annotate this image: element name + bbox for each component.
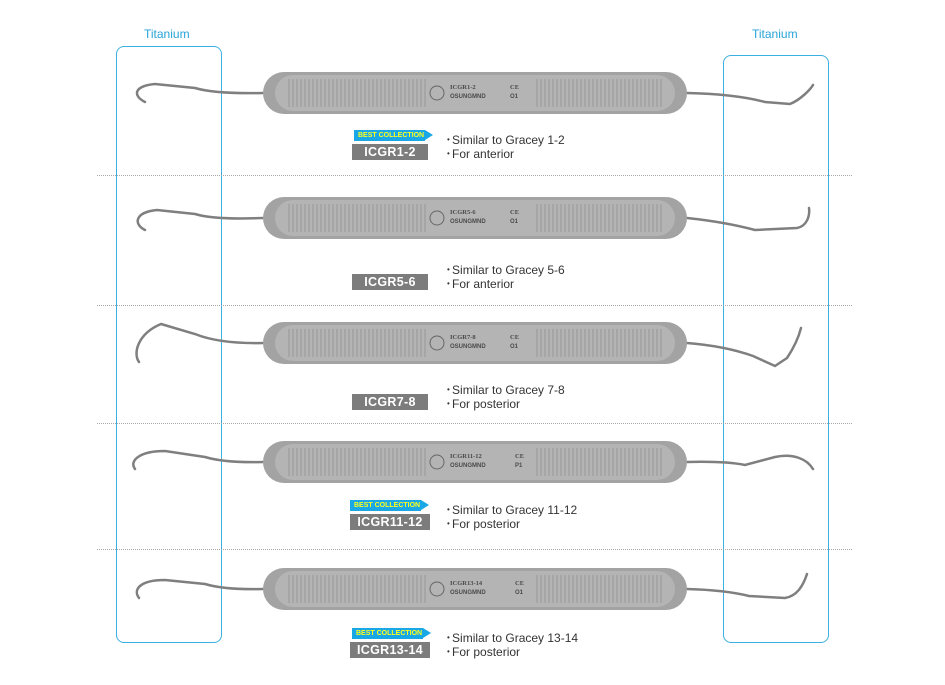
instrument-image: ICGR11-12 CE OSUNGMND P1 — [125, 435, 825, 495]
brand-mark: OSUNGMND — [450, 94, 486, 100]
brand-mark: OSUNGMND — [450, 590, 486, 596]
product-code-label: ICGR13-14 — [350, 642, 430, 658]
brand-mark: OSUNGMND — [450, 219, 486, 225]
instrument-image: ICGR13-14 CE OSUNGMND O1 — [125, 560, 825, 620]
best-collection-badge: BEST COLLECTION — [354, 130, 433, 141]
brand-mark: OSUNGMND — [450, 463, 486, 469]
ce-mark: CE — [510, 84, 519, 91]
product-code-label: ICGR5-6 — [352, 274, 428, 290]
best-collection-badge: BEST COLLECTION — [350, 500, 429, 511]
ce-mark: CE — [510, 209, 519, 216]
instrument-image: ICGR7-8 CE OSUNGMND O1 — [125, 318, 825, 378]
feature-similar: Similar to Gracey 11-12 — [447, 503, 577, 517]
row-separator — [97, 423, 852, 424]
instrument-image: ICGR5-6 CE OSUNGMND O1 — [125, 190, 825, 250]
brand-mark: OSUNGMND — [450, 344, 486, 350]
feature-usage: For anterior — [447, 277, 565, 291]
feature-list: Similar to Gracey 11-12 For posterior — [447, 503, 577, 531]
lot-mark: O1 — [510, 344, 519, 350]
engraved-code: ICGR7-8 — [450, 334, 476, 341]
feature-usage: For posterior — [447, 645, 578, 659]
feature-similar: Similar to Gracey 1-2 — [447, 133, 565, 147]
feature-usage: For posterior — [447, 397, 565, 411]
engraved-code: ICGR5-6 — [450, 209, 476, 216]
instrument-image: ICGR1-2 CE OSUNGMND O1 — [125, 60, 825, 120]
feature-list: Similar to Gracey 13-14 For posterior — [447, 631, 578, 659]
lot-mark: P1 — [515, 463, 523, 469]
product-code-label: ICGR11-12 — [350, 514, 430, 530]
feature-list: Similar to Gracey 7-8 For posterior — [447, 383, 565, 411]
product-code-label: ICGR7-8 — [352, 394, 428, 410]
ce-mark: CE — [515, 580, 524, 587]
titanium-label-left: Titanium — [144, 27, 190, 41]
engraved-code: ICGR1-2 — [450, 84, 476, 91]
feature-usage: For anterior — [447, 147, 565, 161]
row-separator — [97, 175, 852, 176]
ce-mark: CE — [515, 453, 524, 460]
feature-usage: For posterior — [447, 517, 577, 531]
feature-list: Similar to Gracey 5-6 For anterior — [447, 263, 565, 291]
row-separator — [97, 549, 852, 550]
feature-similar: Similar to Gracey 13-14 — [447, 631, 578, 645]
row-separator — [97, 305, 852, 306]
product-code-label: ICGR1-2 — [352, 144, 428, 160]
engraved-code: ICGR13-14 — [450, 580, 483, 587]
titanium-frame-left — [116, 46, 222, 643]
lot-mark: O1 — [515, 590, 524, 596]
lot-mark: O1 — [510, 94, 519, 100]
ce-mark: CE — [510, 334, 519, 341]
feature-similar: Similar to Gracey 5-6 — [447, 263, 565, 277]
best-collection-badge: BEST COLLECTION — [352, 628, 431, 639]
feature-list: Similar to Gracey 1-2 For anterior — [447, 133, 565, 161]
engraved-code: ICGR11-12 — [450, 453, 482, 460]
titanium-label-right: Titanium — [752, 27, 798, 41]
feature-similar: Similar to Gracey 7-8 — [447, 383, 565, 397]
lot-mark: O1 — [510, 219, 519, 225]
